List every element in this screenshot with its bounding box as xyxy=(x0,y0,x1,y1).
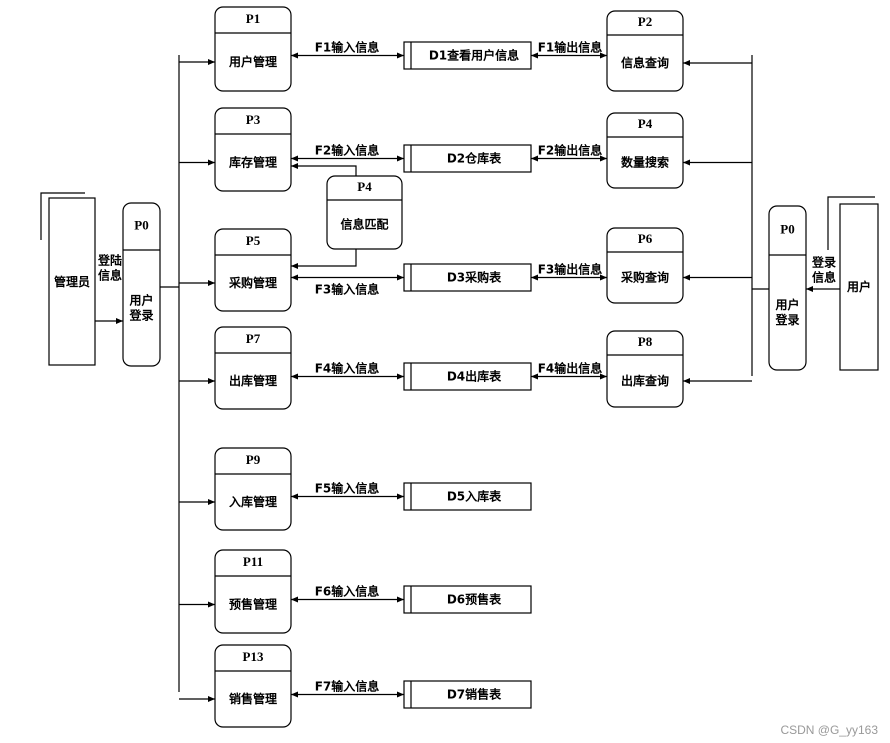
process-p7-id: P7 xyxy=(246,331,261,346)
process-query-p8-label: 出库查询 xyxy=(621,373,669,388)
flow-admin-login-label: 登陆 xyxy=(97,253,122,268)
store-d1 xyxy=(403,41,532,70)
process-info-match xyxy=(326,175,403,250)
process-p9 xyxy=(214,447,292,531)
store-d4-label: D4出库表 xyxy=(447,369,502,384)
process-p9-id: P9 xyxy=(246,452,261,467)
process-p1-label: 用户管理 xyxy=(228,54,277,69)
process-p13 xyxy=(214,644,292,728)
process-p7-label: 出库管理 xyxy=(229,373,277,388)
entity-user-corner xyxy=(827,196,875,250)
process-query-p6 xyxy=(606,227,684,304)
process-query-p4-id: P4 xyxy=(638,116,653,131)
store-d7-label: D7销售表 xyxy=(447,687,502,702)
flow-P9-label: F5输入信息 xyxy=(315,481,380,496)
process-p1 xyxy=(214,6,292,92)
process-query-p6-label: 采购查询 xyxy=(620,270,669,285)
entity-user xyxy=(839,203,879,371)
process-query-p2-id: P2 xyxy=(638,14,652,29)
store-d1-label: D1查看用户信息 xyxy=(429,48,519,63)
process-p3-label: 库存管理 xyxy=(229,155,277,170)
flow-user-login-label: 登录 xyxy=(811,255,836,270)
process-p3 xyxy=(214,107,292,192)
process-admin-login-label: 登录 xyxy=(128,308,153,323)
flow-admin-login-label: 信息 xyxy=(98,268,122,283)
process-p1-id: P1 xyxy=(246,11,260,26)
flow-match-to-p3 xyxy=(291,163,357,176)
entity-admin-label: 管理员 xyxy=(54,274,90,289)
flow-out-P4-label: F2输出信息 xyxy=(538,143,603,158)
entity-user-label: 用户 xyxy=(846,279,871,294)
process-query-p6-id: P6 xyxy=(638,231,653,246)
process-info-match-id: P4 xyxy=(357,179,372,194)
process-p5-label: 采购管理 xyxy=(228,275,277,290)
process-query-p4 xyxy=(606,112,684,189)
flow-P13-label: F7输入信息 xyxy=(315,679,380,694)
process-query-p2-label: 信息查询 xyxy=(621,55,669,70)
process-p13-label: 销售管理 xyxy=(229,691,277,706)
process-p11 xyxy=(214,549,292,634)
process-query-p4-label: 数量搜索 xyxy=(621,155,669,170)
flow-P7-label: F4输入信息 xyxy=(315,361,380,376)
store-d2 xyxy=(403,144,532,173)
flow-P3-label: F2输入信息 xyxy=(315,143,380,158)
flow-P11-label: F6输入信息 xyxy=(315,584,380,599)
flow-P1-label: F1输入信息 xyxy=(315,40,380,55)
process-p3-id: P3 xyxy=(246,112,261,127)
store-d5-label: D5入库表 xyxy=(447,489,502,504)
watermark: CSDN @G_yy163 xyxy=(780,723,878,737)
process-p11-id: P11 xyxy=(243,554,263,569)
flow-P5-label: F3输入信息 xyxy=(315,282,380,297)
flow-out-P6-label: F3输出信息 xyxy=(538,262,603,277)
entity-admin xyxy=(48,197,96,366)
process-info-match-label: 信息匹配 xyxy=(340,217,388,232)
process-p9-label: 入库管理 xyxy=(229,494,277,509)
flow-match-to-p5 xyxy=(291,249,357,269)
process-user-login-label: 登录 xyxy=(774,312,799,327)
store-d2-label: D2仓库表 xyxy=(447,151,502,166)
flow-user-login-label: 信息 xyxy=(812,270,836,285)
flow-out-P2-label: F1输出信息 xyxy=(538,40,603,55)
process-p5-id: P5 xyxy=(246,233,261,248)
process-admin-login-label: 用户 xyxy=(128,293,153,308)
process-p7 xyxy=(214,326,292,410)
process-user-login-label: 用户 xyxy=(774,297,799,312)
process-query-p8-id: P8 xyxy=(638,334,653,349)
store-d3 xyxy=(403,263,532,292)
process-admin-login-id: P0 xyxy=(134,218,148,233)
process-query-p2 xyxy=(606,10,684,92)
process-p13-id: P13 xyxy=(243,649,264,664)
store-d7 xyxy=(403,680,532,709)
process-admin-login xyxy=(122,202,161,367)
process-user-login-id: P0 xyxy=(780,222,794,237)
process-p5 xyxy=(214,228,292,312)
process-p11-label: 预售管理 xyxy=(229,597,277,612)
store-d6-label: D6预售表 xyxy=(447,592,502,607)
process-query-p8 xyxy=(606,330,684,408)
entity-admin-corner xyxy=(40,192,85,240)
store-d5 xyxy=(403,482,532,511)
flow-out-P8-label: F4输出信息 xyxy=(538,361,603,376)
store-d3-label: D3采购表 xyxy=(447,270,502,285)
